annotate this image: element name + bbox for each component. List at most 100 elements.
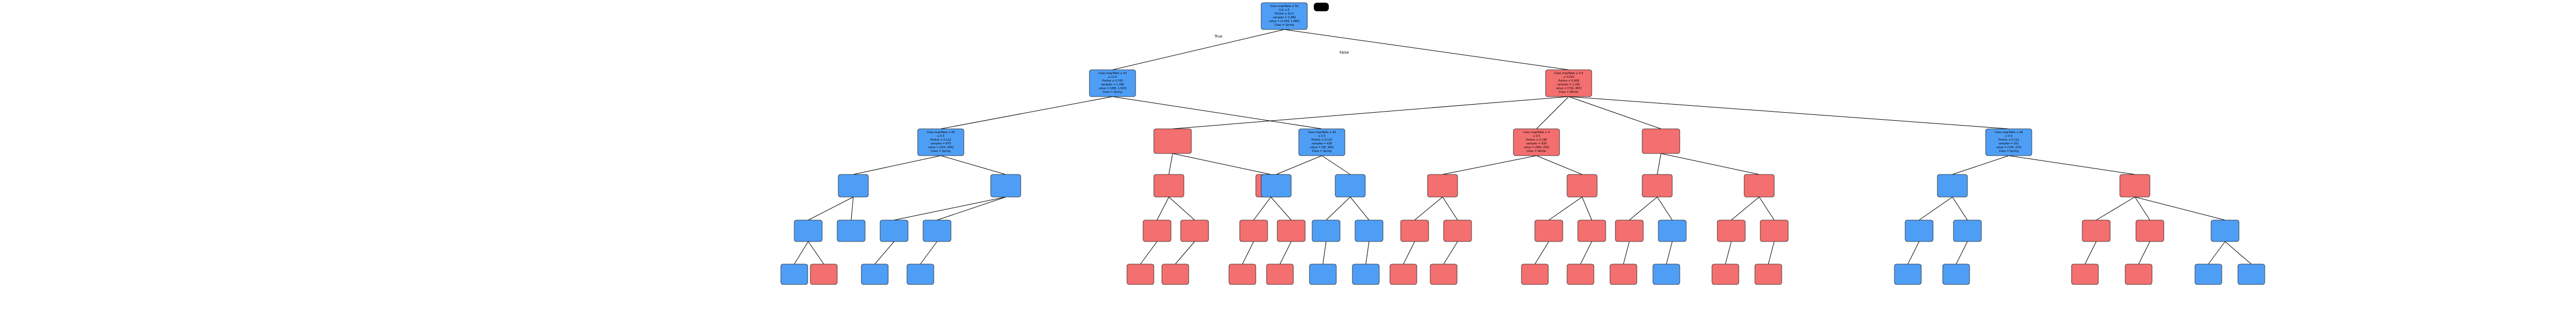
tree-edge bbox=[1907, 241, 1920, 265]
legend-pill bbox=[1314, 3, 1329, 11]
tree-node-l5-10 bbox=[1400, 220, 1429, 242]
tree-node-l6-18 bbox=[1894, 264, 1922, 285]
tree-edge bbox=[851, 196, 854, 221]
svg-text:samples = 2,489: samples = 2,489 bbox=[1273, 16, 1296, 19]
tree-node-l6-5 bbox=[1161, 264, 1189, 285]
tree-edge bbox=[1172, 96, 1569, 129]
tree-node-l5-7 bbox=[1277, 220, 1306, 242]
tree-node-n3b bbox=[1153, 128, 1192, 154]
svg-text:Class mapTable ≤ 54: Class mapTable ≤ 54 bbox=[1099, 72, 1127, 75]
tree-edge bbox=[1657, 153, 1662, 175]
tree-node-l6-8 bbox=[1309, 264, 1337, 285]
tree-edge bbox=[1568, 96, 1662, 129]
tree-node-l5-8 bbox=[1312, 220, 1341, 242]
svg-text:Class = Winter: Class = Winter bbox=[1558, 91, 1579, 94]
tree-edge bbox=[1326, 196, 1351, 221]
svg-text:≤ 23.5: ≤ 23.5 bbox=[1108, 76, 1117, 79]
tree-edge bbox=[1443, 241, 1458, 265]
tree-edge bbox=[1112, 96, 1322, 129]
tree-node-l6-14 bbox=[1609, 264, 1637, 285]
tree-node-l6-17 bbox=[1754, 264, 1782, 285]
tree-edge bbox=[1112, 29, 1285, 70]
tree-edge bbox=[874, 241, 895, 265]
tree-edge bbox=[1759, 196, 1775, 221]
tree-node-l4-11 bbox=[2119, 174, 2150, 198]
tree-edge bbox=[2138, 241, 2150, 265]
tree-edge bbox=[1582, 196, 1592, 221]
svg-text:Class = Winter: Class = Winter bbox=[1526, 150, 1547, 153]
tree-node-l5-12 bbox=[1534, 220, 1563, 242]
svg-text:Class mapTable ≤ 40: Class mapTable ≤ 40 bbox=[1308, 131, 1336, 134]
svg-text:Proline ≤ 0.112: Proline ≤ 0.112 bbox=[1999, 138, 2019, 142]
svg-text:Proline ≤ 0.155: Proline ≤ 0.155 bbox=[1102, 79, 1123, 83]
svg-text:Class mapTable ≤ 60: Class mapTable ≤ 60 bbox=[927, 131, 955, 134]
tree-edge bbox=[1534, 241, 1549, 265]
tree-node-n5b bbox=[1642, 128, 1680, 154]
tree-edge bbox=[1172, 153, 1271, 175]
tree-node-l5-14 bbox=[1615, 220, 1644, 242]
svg-text:≤ 0.015: ≤ 0.015 bbox=[1563, 76, 1574, 79]
svg-text:Proline ≤ 0.112: Proline ≤ 0.112 bbox=[931, 138, 952, 142]
tree-node-l4-7 bbox=[1567, 174, 1598, 198]
svg-text:Cyt ≤ 0: Cyt ≤ 0 bbox=[1279, 9, 1290, 12]
tree-edge bbox=[1279, 241, 1292, 265]
tree-edge bbox=[1414, 196, 1443, 221]
tree-node-l4-0 bbox=[838, 174, 869, 198]
tree-node-l5-1 bbox=[837, 220, 866, 242]
svg-text:samples = 1,308: samples = 1,308 bbox=[1101, 83, 1124, 86]
tree-node-l6-16 bbox=[1711, 264, 1739, 285]
tree-edge bbox=[1140, 241, 1158, 265]
tree-edge bbox=[1365, 241, 1370, 265]
edge-label-true: True bbox=[1214, 34, 1223, 39]
tree-node-l5-11 bbox=[1443, 220, 1472, 242]
tree-node-l5-0 bbox=[794, 220, 823, 242]
tree-node-l5-13 bbox=[1577, 220, 1606, 242]
tree-node-l5-22 bbox=[2211, 220, 2240, 242]
tree-edge bbox=[2084, 241, 2097, 265]
tree-edge bbox=[1623, 241, 1630, 265]
tree-node-l6-1 bbox=[810, 264, 838, 285]
tree-node-l5-21 bbox=[2135, 220, 2164, 242]
tree-edge bbox=[1322, 241, 1327, 265]
tree-edge bbox=[1666, 241, 1673, 265]
tree-edge bbox=[1284, 29, 1569, 70]
svg-text:value = [716, 465]: value = [716, 465] bbox=[1556, 87, 1581, 90]
tree-node-l5-16 bbox=[1717, 220, 1746, 242]
svg-text:value = [136, 215]: value = [136, 215] bbox=[1996, 146, 2021, 149]
svg-text:Class mapTable ≤ 66: Class mapTable ≤ 66 bbox=[1995, 131, 2023, 134]
tree-edge bbox=[1403, 241, 1415, 265]
tree-edge bbox=[1276, 155, 1322, 175]
svg-text:samples = 870: samples = 870 bbox=[931, 142, 951, 145]
tree-node-l5-18 bbox=[1905, 220, 1934, 242]
tree-node-l6-2 bbox=[861, 264, 889, 285]
svg-text:value = [230, 640]: value = [230, 640] bbox=[928, 146, 953, 149]
tree-edge bbox=[1442, 196, 1458, 221]
tree-edge bbox=[794, 241, 809, 265]
tree-node-l4-10 bbox=[1937, 174, 1968, 198]
tree-node-l4-5 bbox=[1335, 174, 1366, 198]
tree-node-l6-15 bbox=[1652, 264, 1680, 285]
svg-text:≤ 0.5: ≤ 0.5 bbox=[2005, 135, 2012, 138]
tree-node-l6-12 bbox=[1521, 264, 1549, 285]
tree-edge bbox=[2134, 196, 2226, 221]
tree-edge bbox=[1157, 196, 1169, 221]
tree-edges bbox=[794, 29, 2252, 265]
tree-edge bbox=[1175, 241, 1195, 265]
svg-text:value = [1,004, 1,485]: value = [1,004, 1,485] bbox=[1269, 20, 1300, 23]
svg-text:samples = 1,181: samples = 1,181 bbox=[1557, 83, 1580, 86]
tree-edge bbox=[1321, 155, 1351, 175]
svg-text:Proline ≤ 0.110: Proline ≤ 0.110 bbox=[1312, 138, 1333, 142]
tree-edge bbox=[1168, 153, 1173, 175]
tree-node-l6-11 bbox=[1430, 264, 1458, 285]
tree-edge bbox=[1657, 196, 1673, 221]
tree-node-l5-2 bbox=[880, 220, 909, 242]
svg-text:Proline ≤ 0.198: Proline ≤ 0.198 bbox=[1526, 138, 1547, 142]
svg-text:samples = 830: samples = 830 bbox=[1526, 142, 1547, 145]
tree-node-l6-20 bbox=[2071, 264, 2099, 285]
svg-text:Proline ≤ 91.5: Proline ≤ 91.5 bbox=[1275, 12, 1293, 16]
tree-node-l5-19 bbox=[1953, 220, 1982, 242]
